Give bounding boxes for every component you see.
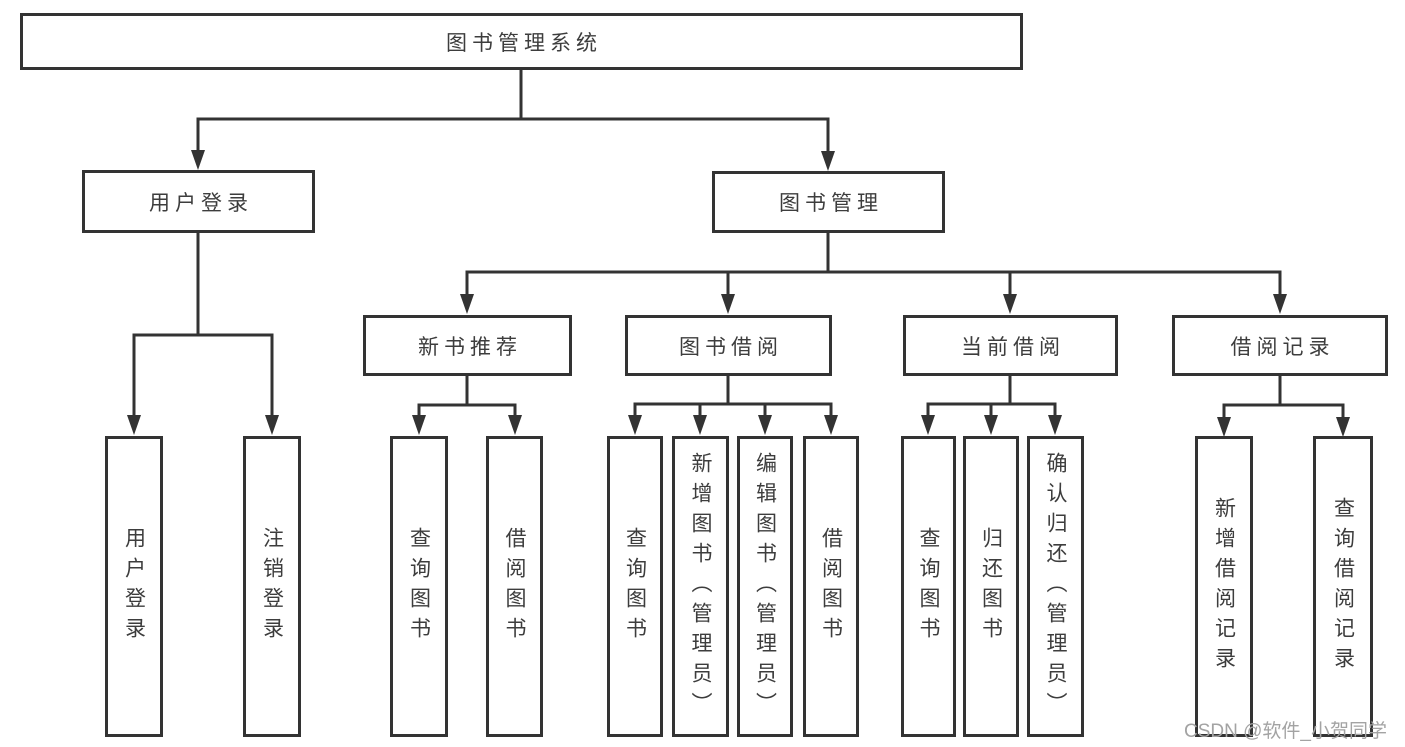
- arrow-down-icon: [758, 415, 772, 435]
- node-current-borrowing: 当前借阅: [903, 315, 1118, 376]
- connector-current-borrow-to-leaves: [921, 374, 1062, 435]
- arrow-down-icon: [921, 415, 935, 435]
- leaf-query-borrowing-record: 查询借阅记录: [1313, 436, 1373, 737]
- leaf-return-books: 归还图书: [963, 436, 1019, 737]
- arrow-down-icon: [821, 151, 835, 171]
- connector-book-borrow-to-leaves: [628, 374, 838, 435]
- arrow-down-icon: [824, 415, 838, 435]
- node-library-management-system: 图书管理系统: [20, 13, 1023, 70]
- connector-book-management-to-level3: [460, 231, 1287, 314]
- node-new-book-recommendation: 新书推荐: [363, 315, 572, 376]
- arrow-down-icon: [721, 294, 735, 314]
- arrow-down-icon: [412, 415, 426, 435]
- node-book-borrowing: 图书借阅: [625, 315, 832, 376]
- arrow-down-icon: [1336, 417, 1350, 437]
- connector-new-book-to-leaves: [412, 374, 522, 435]
- leaf-logout-login: 注销登录: [243, 436, 301, 737]
- leaf-confirm-return-admin: 确认归还（管理员）: [1027, 436, 1084, 737]
- arrow-down-icon: [1217, 417, 1231, 437]
- leaf-borrow-borrow-books: 借阅图书: [803, 436, 859, 737]
- arrow-down-icon: [508, 415, 522, 435]
- arrow-down-icon: [265, 415, 279, 435]
- leaf-add-borrowing-record: 新增借阅记录: [1195, 436, 1253, 737]
- leaf-current-query-books: 查询图书: [901, 436, 956, 737]
- leaf-newbook-borrow-books: 借阅图书: [486, 436, 543, 737]
- node-user-login: 用户登录: [82, 170, 315, 233]
- connector-borrow-record-to-leaves: [1217, 374, 1350, 437]
- arrow-down-icon: [460, 294, 474, 314]
- node-book-management: 图书管理: [712, 171, 945, 233]
- leaf-edit-books-admin: 编辑图书（管理员）: [737, 436, 793, 737]
- leaf-add-books-admin: 新增图书（管理员）: [672, 436, 729, 737]
- arrow-down-icon: [191, 150, 205, 170]
- connector-user-login-to-leaves: [127, 231, 279, 435]
- leaf-user-login: 用户登录: [105, 436, 163, 737]
- arrow-down-icon: [127, 415, 141, 435]
- connector-root-to-level2: [191, 67, 835, 171]
- arrow-down-icon: [693, 415, 707, 435]
- arrow-down-icon: [1003, 294, 1017, 314]
- arrow-down-icon: [1273, 294, 1287, 314]
- arrow-down-icon: [628, 415, 642, 435]
- node-borrowing-records: 借阅记录: [1172, 315, 1388, 376]
- leaf-newbook-query-books: 查询图书: [390, 436, 448, 737]
- arrow-down-icon: [1048, 415, 1062, 435]
- arrow-down-icon: [984, 415, 998, 435]
- watermark: CSDN @软件_小贺同学: [1184, 721, 1387, 742]
- leaf-borrow-query-books: 查询图书: [607, 436, 663, 737]
